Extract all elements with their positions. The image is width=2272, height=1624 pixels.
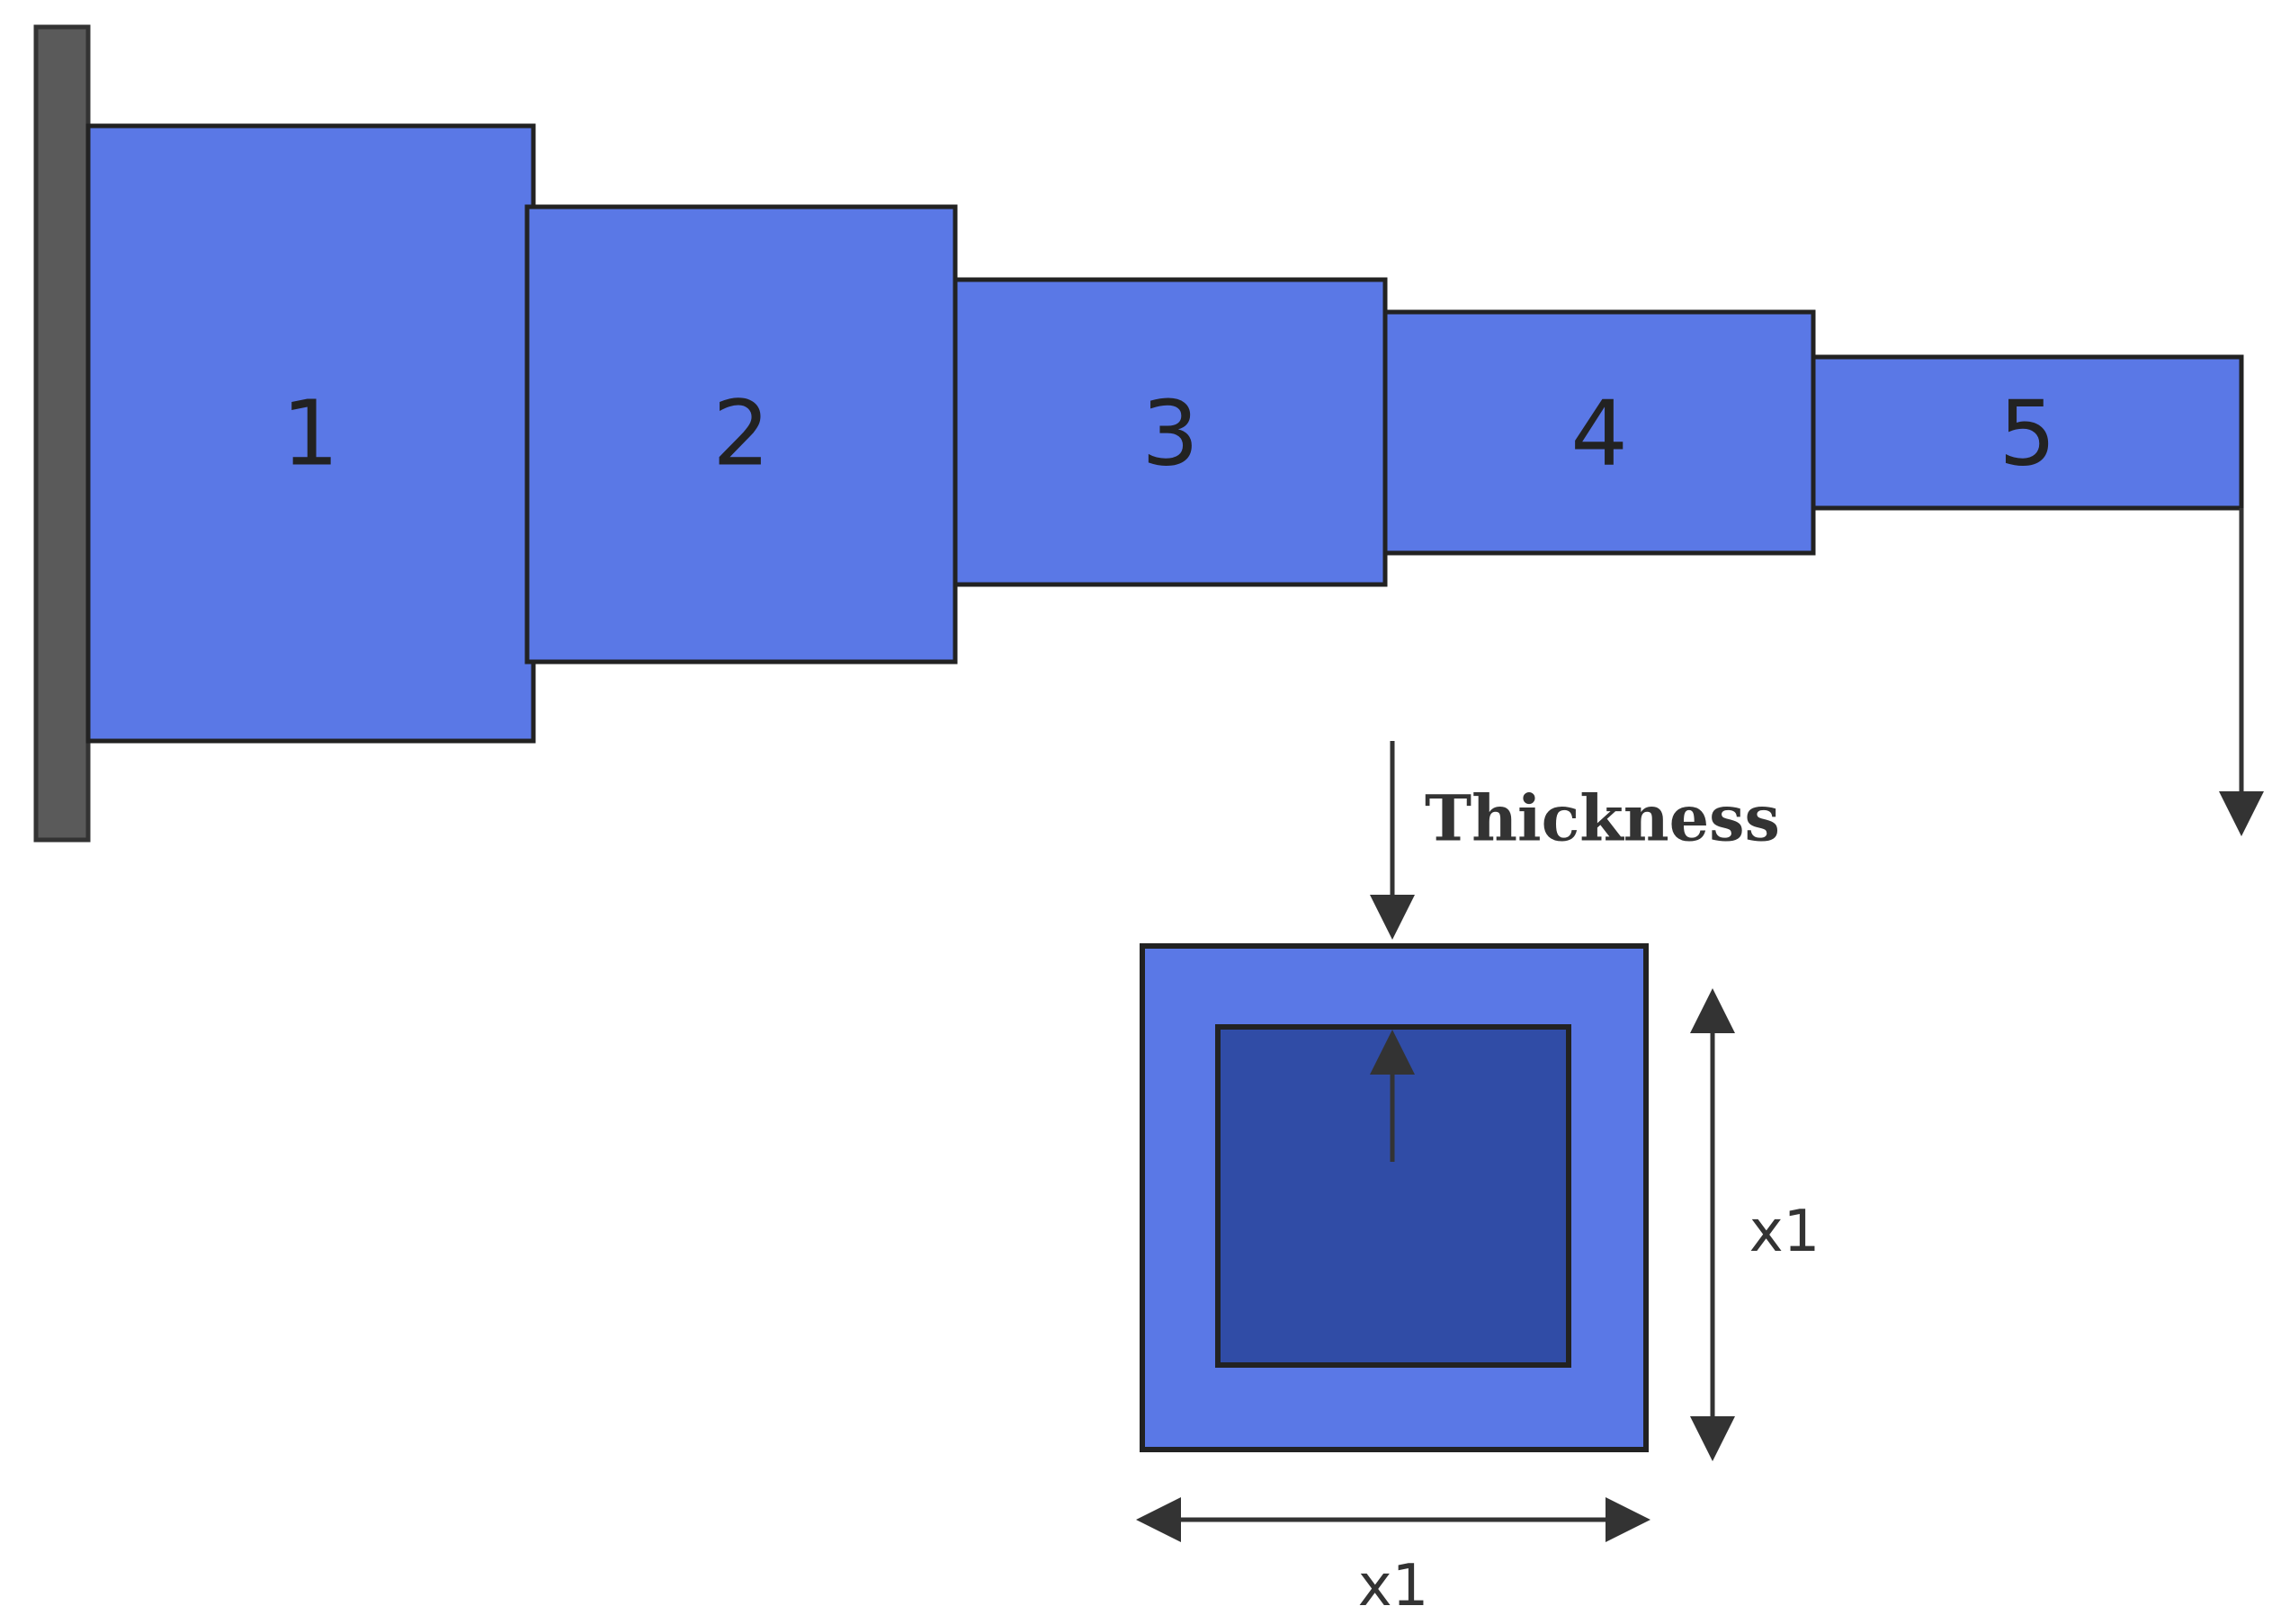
- beam-segment-3-label: 3: [1141, 381, 1199, 486]
- thickness-label: Thickness: [1425, 781, 1780, 856]
- beam-segment-5: 5: [1811, 354, 2244, 511]
- beam-segment-5-label: 5: [1999, 381, 2056, 486]
- beam-segment-5-block: [1811, 354, 2244, 511]
- cross-section: [1140, 943, 1649, 1452]
- beam-segment-2-block: [524, 204, 958, 665]
- beam-segment-1-label: 1: [282, 381, 339, 486]
- beam-segment-3-block: [953, 277, 1388, 587]
- beam-segment-4-label: 4: [1570, 381, 1628, 486]
- beam-segment-2: 2: [524, 204, 958, 665]
- beam-segments: 1 2 3 4 5: [85, 123, 2244, 744]
- height-dimension-label: x1: [1749, 1199, 1820, 1265]
- beam-segment-3: 3: [953, 277, 1388, 587]
- beam-segment-4: 4: [1382, 309, 1816, 556]
- beam-segment-4-block: [1382, 309, 1816, 556]
- fixed-wall: [33, 24, 91, 843]
- width-dimension-label: x1: [1358, 1553, 1429, 1620]
- beam-segment-2-label: 2: [712, 381, 770, 486]
- beam-segment-1-block: [85, 123, 536, 744]
- beam-segment-1: 1: [85, 123, 536, 744]
